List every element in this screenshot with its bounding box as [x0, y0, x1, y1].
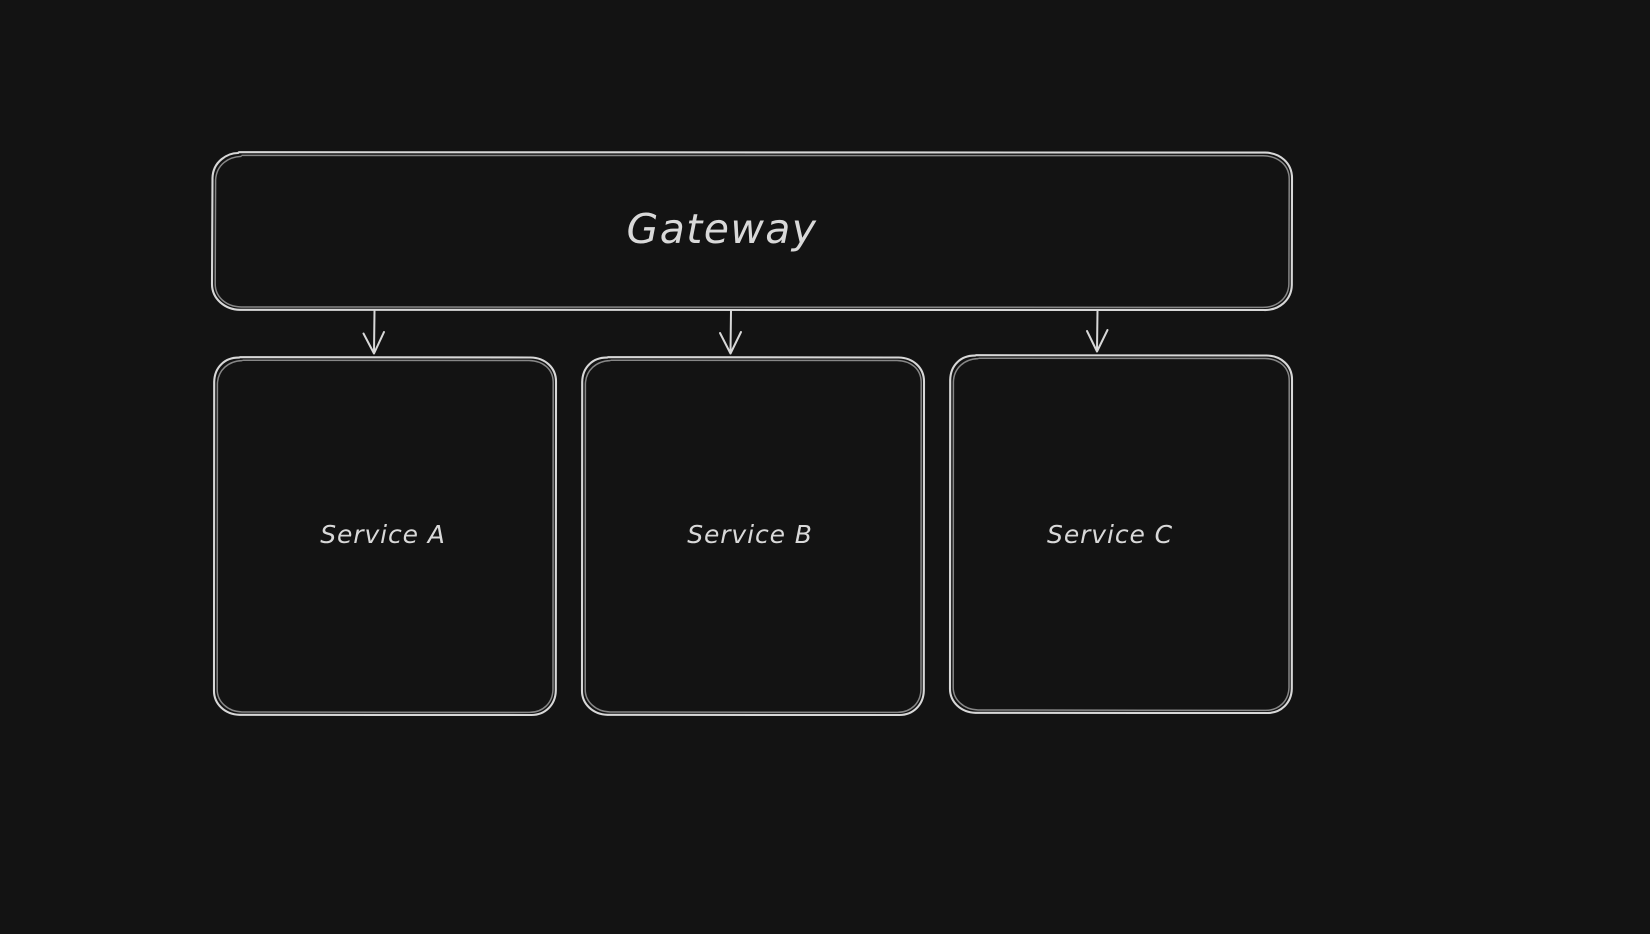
- edge-line-a: [373, 310, 376, 353]
- edge-line-c: [1096, 310, 1099, 351]
- edge-gateway-to-service-c[interactable]: [1086, 310, 1109, 353]
- gateway-box-outline: [210, 151, 1294, 312]
- node-service-b[interactable]: Service B: [580, 356, 926, 717]
- service-c-label: Service C: [1047, 520, 1173, 549]
- gateway-box-outline-second-pass: [214, 154, 1290, 309]
- gateway-label: Gateway: [627, 205, 818, 253]
- edge-gateway-to-service-a[interactable]: [362, 310, 385, 355]
- node-gateway[interactable]: Gateway: [210, 151, 1294, 312]
- service-b-box-outline-second-pass: [584, 359, 922, 714]
- service-a-box-outline-second-pass: [216, 359, 554, 714]
- service-a-label: Service A: [320, 520, 446, 549]
- service-a-box-outline: [212, 356, 558, 717]
- edge-arrowhead-c: [1086, 329, 1109, 353]
- edge-gateway-to-service-b[interactable]: [719, 310, 742, 355]
- service-b-box-outline: [580, 356, 926, 717]
- edge-arrowhead-b: [719, 331, 742, 355]
- node-service-a[interactable]: Service A: [212, 356, 558, 717]
- edge-line-b: [729, 310, 732, 353]
- service-b-label: Service B: [687, 520, 813, 549]
- service-c-box-outline-second-pass: [952, 357, 1290, 712]
- edge-arrowhead-a: [362, 331, 385, 355]
- node-service-c[interactable]: Service C: [948, 354, 1294, 715]
- service-c-box-outline: [948, 354, 1294, 715]
